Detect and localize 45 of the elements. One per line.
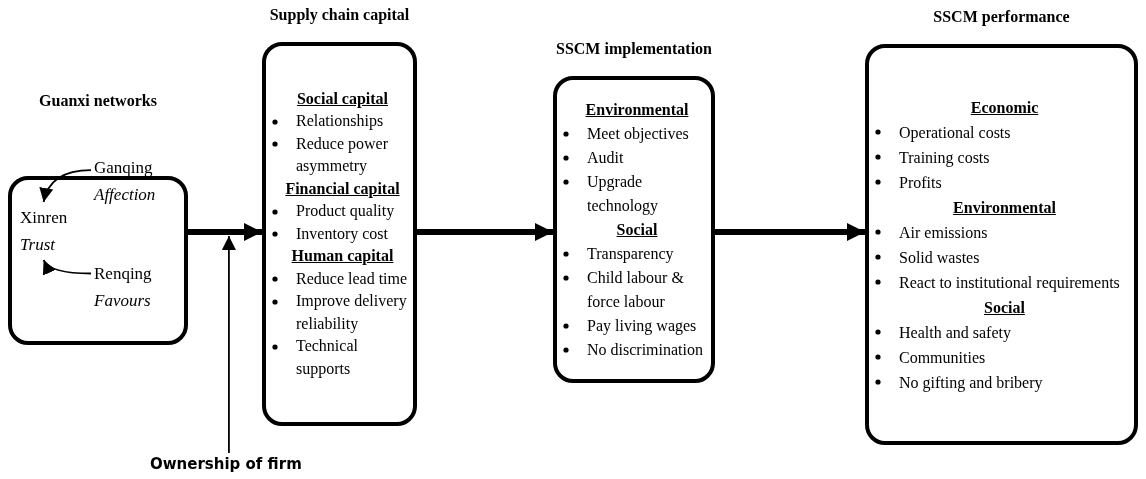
section-heading: Environmental bbox=[585, 99, 689, 120]
column-heading: SSCM performance bbox=[933, 8, 1070, 26]
section-heading: Economic bbox=[970, 97, 1039, 118]
list-item: Product quality bbox=[296, 201, 395, 222]
list-item: Operational costs bbox=[899, 122, 1011, 144]
section-heading: Social bbox=[984, 297, 1025, 318]
column-heading: Guanxi networks bbox=[39, 92, 157, 110]
list-item: Reduce power asymmetry bbox=[296, 133, 389, 177]
concept-label: Renqing Favours bbox=[94, 260, 152, 314]
list-item: Air emissions bbox=[899, 222, 988, 243]
curved-arrow bbox=[40, 169, 92, 203]
list-item: Relationships bbox=[296, 111, 384, 132]
section-heading: Financial capital bbox=[285, 178, 400, 200]
section-heading: Social bbox=[616, 219, 658, 240]
list-item: Improve delivery reliability bbox=[296, 291, 408, 335]
list-item: Inventory cost bbox=[296, 223, 388, 245]
list-item: Transparency bbox=[587, 243, 674, 265]
list-item: Solid wastes bbox=[899, 247, 980, 268]
list-item: Reduce lead time bbox=[296, 268, 408, 289]
arrow bbox=[221, 235, 236, 454]
list-item: Profits bbox=[899, 172, 942, 193]
column-heading: Supply chain capital bbox=[269, 6, 410, 24]
curved-arrow bbox=[42, 259, 92, 276]
section-heading: Human capital bbox=[291, 246, 394, 267]
list-item: Audit bbox=[587, 147, 624, 168]
list-item: No discrimination bbox=[587, 339, 703, 360]
list-item: Communities bbox=[899, 347, 986, 368]
list-item: No gifting and bribery bbox=[899, 372, 1043, 394]
section-heading: Social capital bbox=[296, 88, 389, 110]
arrow bbox=[417, 223, 553, 241]
concept-label: Xinren Trust bbox=[20, 204, 68, 258]
column-heading: SSCM implementation bbox=[556, 40, 712, 58]
list-item: Upgrade technology bbox=[587, 171, 660, 217]
section-heading: Environmental bbox=[953, 197, 1056, 218]
list-item: React to institutional requirements bbox=[899, 272, 1120, 294]
factor-label: Ownership of firm bbox=[150, 455, 302, 473]
list-item: Child labour & force labour bbox=[587, 267, 685, 312]
list-item: Technical supports bbox=[296, 336, 359, 380]
list-item: Meet objectives bbox=[587, 123, 689, 145]
arrow bbox=[715, 223, 865, 241]
concept-label: Ganqing Affection bbox=[94, 154, 156, 208]
arrow bbox=[188, 223, 262, 241]
list-item: Health and safety bbox=[899, 322, 1011, 344]
list-item: Pay living wages bbox=[587, 315, 697, 337]
list-item: Training costs bbox=[899, 147, 990, 169]
